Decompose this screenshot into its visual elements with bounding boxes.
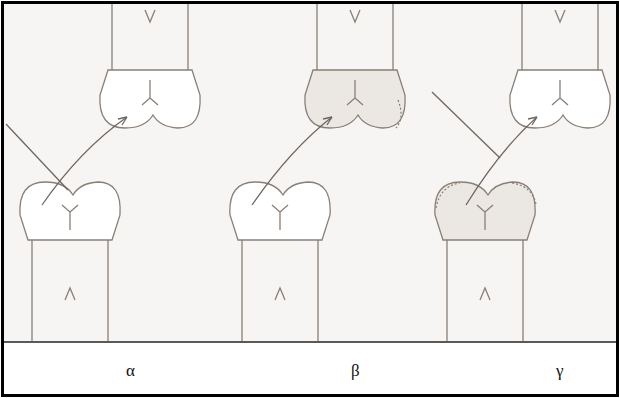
panel-label: β [351, 362, 360, 379]
image-ground [4, 4, 616, 341]
lower-tooth [20, 182, 120, 341]
lower-tooth-shaded [435, 182, 535, 341]
upper-tooth [510, 4, 610, 128]
frame [3, 3, 618, 396]
panel-label: α [126, 362, 135, 379]
lower-tooth [230, 182, 330, 341]
panel-label: γ [556, 362, 564, 379]
upper-tooth-shaded [305, 4, 405, 128]
upper-tooth [100, 4, 200, 128]
